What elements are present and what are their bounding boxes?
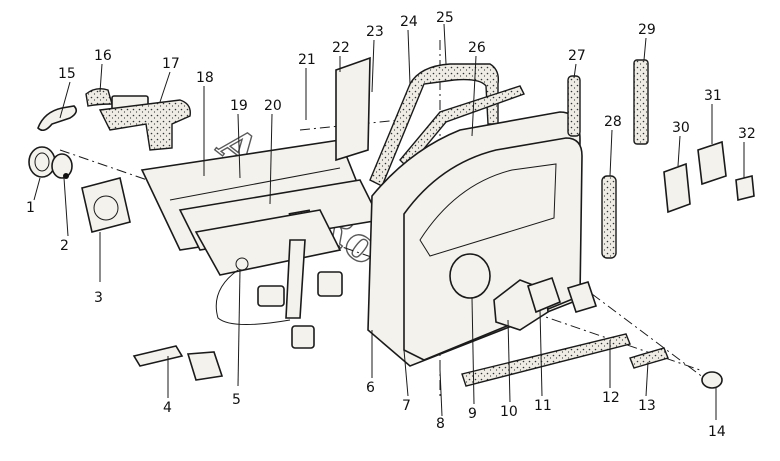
part-strip-27 [567,75,581,137]
axis-line-main [59,149,701,371]
callout-2: 2 [60,238,69,254]
callout-20: 20 [264,98,282,114]
callout-15: 15 [58,66,76,82]
callout-28: 28 [604,114,622,130]
part-strip-28 [601,175,617,259]
callout-5: 5 [232,392,241,408]
part-plug [735,174,755,202]
callout-30: 30 [672,120,690,136]
crank-knob-1 [28,146,56,178]
callout-8: 8 [436,416,445,432]
callout-12: 12 [602,390,620,406]
part-moulding-end [629,347,669,369]
part-lock-cylinder [701,371,723,404]
axis-line-14 [559,269,721,391]
part-bracket-c [291,325,315,349]
callout-16: 16 [94,48,112,64]
callout-21: 21 [298,52,316,68]
callout-25: 25 [436,10,454,26]
part-hinge [132,345,184,367]
callout-31: 31 [704,88,722,104]
part-bracket-b [317,271,343,297]
callout-32: 32 [738,126,756,142]
callout-11: 11 [534,398,552,414]
part-window-crank [28,146,73,179]
part-hinge-plate [186,351,224,381]
callout-14: 14 [708,424,726,440]
callout-27: 27 [568,48,586,64]
crank-washer-2 [51,153,73,179]
part-crank-handle [37,105,78,132]
callout-17: 17 [162,56,180,72]
part-window-regulator [194,209,342,326]
part-outer-handle [566,281,598,313]
callout-29: 29 [638,22,656,38]
part-armrest [98,95,191,151]
callout-labels: 1 2 3 4 5 6 7 8 9 10 11 12 13 14 15 16 1… [26,10,756,440]
callout-9: 9 [468,406,477,422]
callout-1: 1 [26,200,35,216]
part-window-seal [369,63,500,187]
callout-23: 23 [366,24,384,40]
callout-19: 19 [230,98,248,114]
part-switch [697,140,727,186]
callout-3: 3 [94,290,103,306]
leader-lines [33,23,745,420]
part-door-shell [367,111,583,367]
part-side-moulding [461,333,631,387]
callout-6: 6 [366,380,375,396]
part-bracket-a [257,285,285,307]
part-vent-glass [335,56,371,162]
callout-10: 10 [500,404,518,420]
part-door-lock [449,253,561,331]
callout-18: 18 [196,70,214,86]
part-inner-handle [85,87,113,107]
part-striker [663,162,691,214]
callout-26: 26 [468,40,486,56]
callout-4: 4 [163,400,172,416]
callout-7: 7 [402,398,411,414]
callout-13: 13 [638,398,656,414]
callout-22: 22 [332,40,350,56]
callout-24: 24 [400,14,418,30]
part-strip-29 [633,59,649,145]
part-escutcheon [81,177,131,233]
axis-line-21 [299,119,401,131]
